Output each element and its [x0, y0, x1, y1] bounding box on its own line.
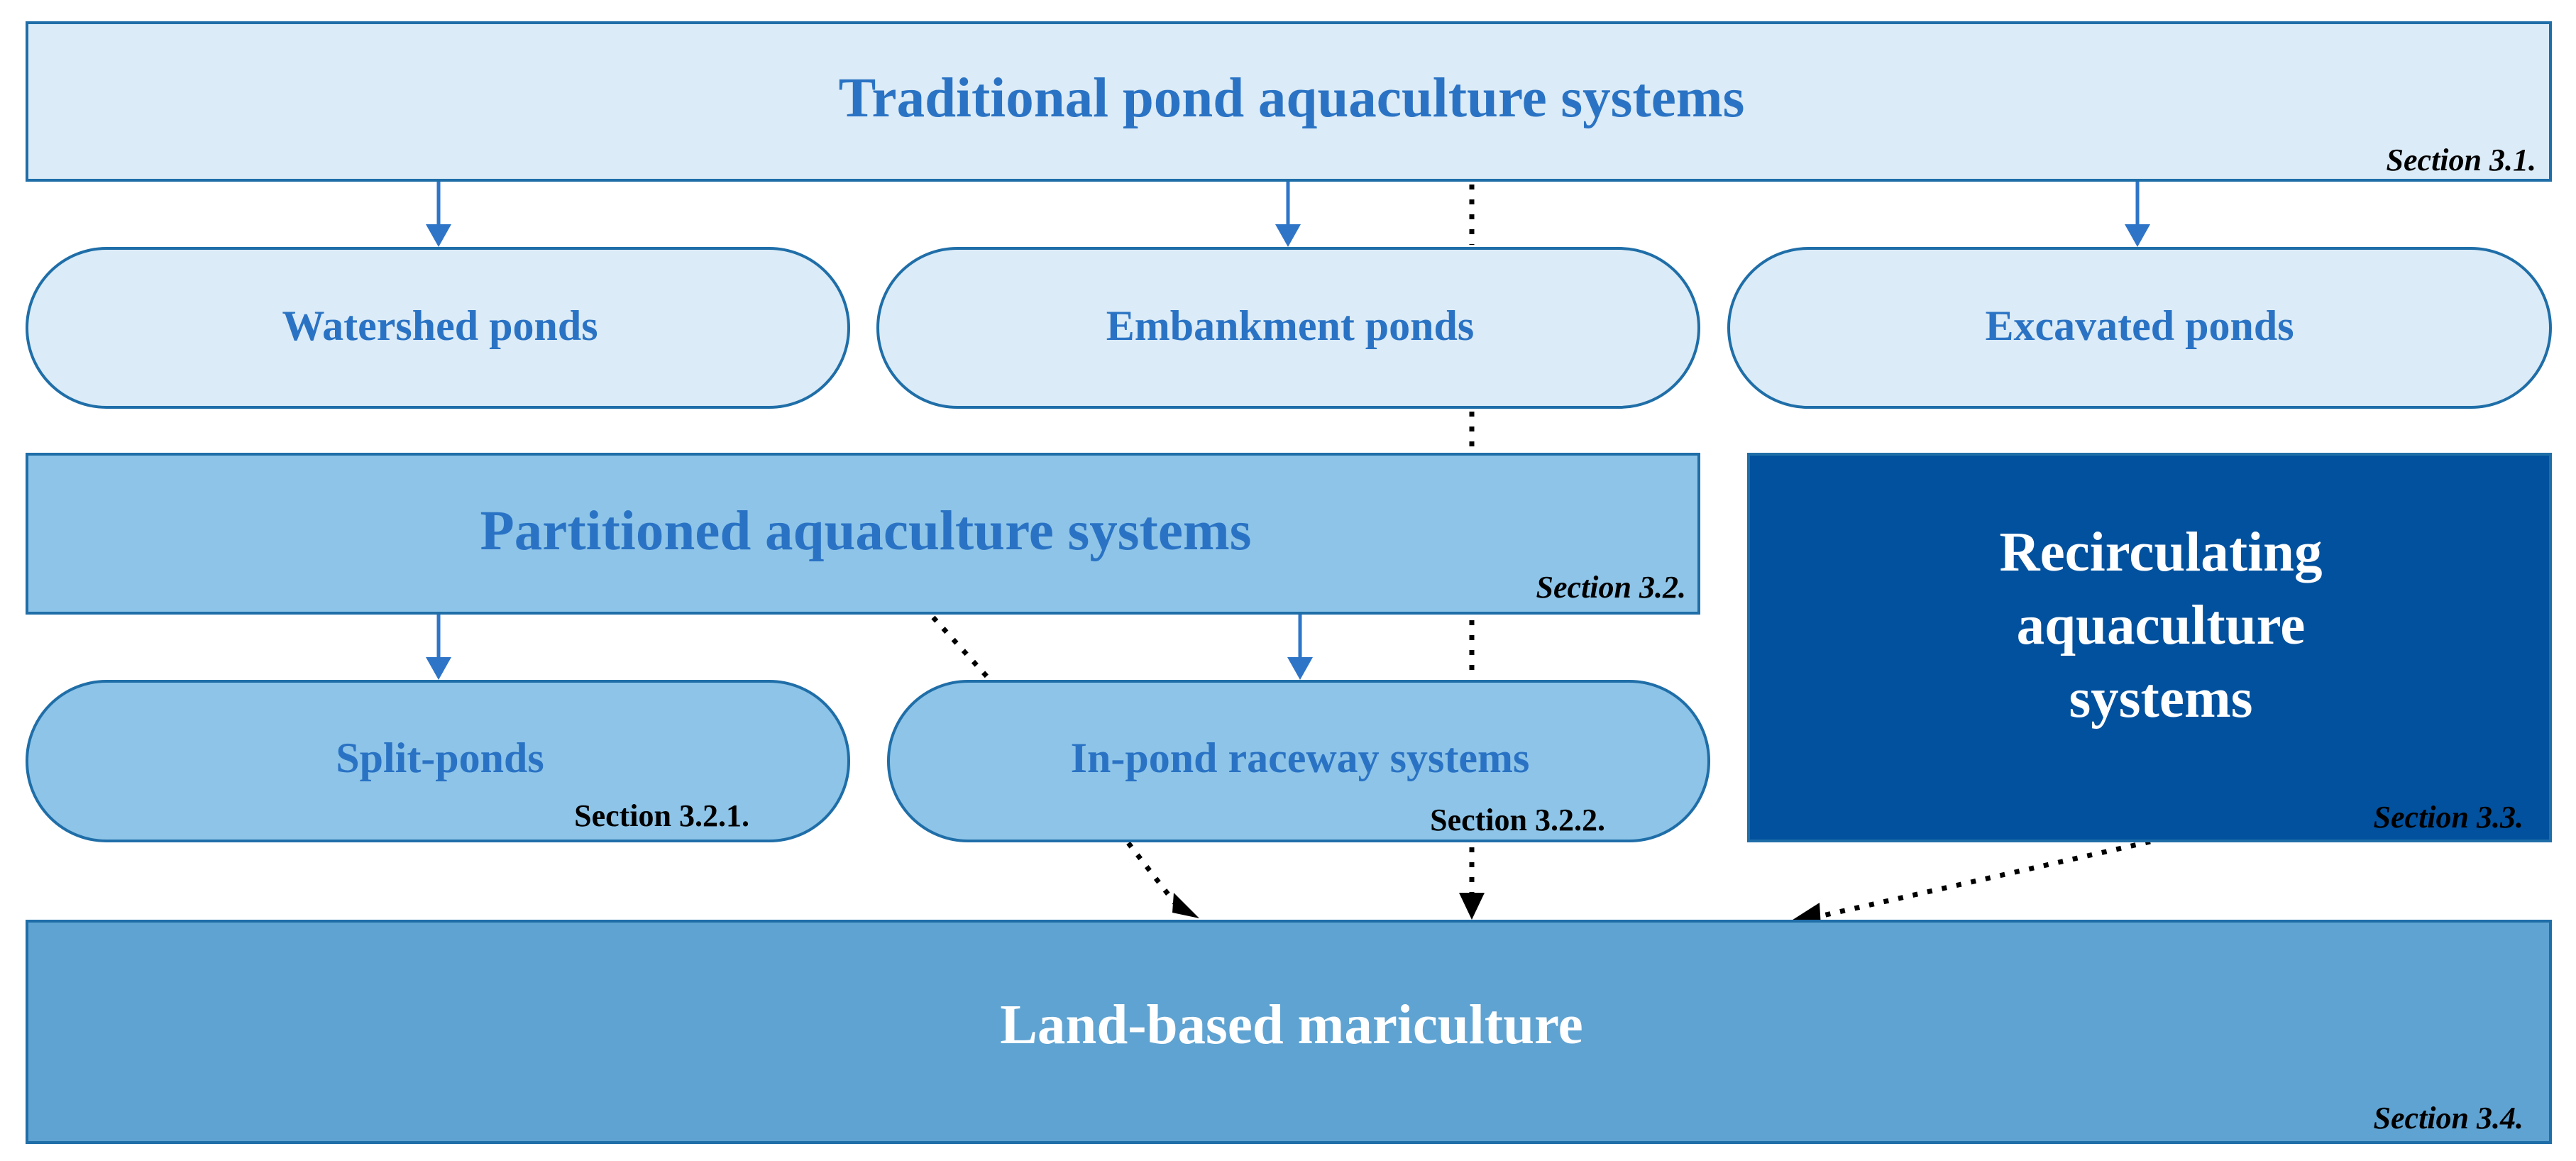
blue-arrows: [426, 182, 2150, 680]
embankment-label: Embankment ponds: [1106, 302, 1475, 349]
embankment-rect: [876, 247, 1700, 409]
land-based-rect: [26, 920, 2552, 1144]
split-ponds-box: Split-ponds Section 3.2.1.: [26, 680, 850, 842]
recirculating-box: Recirculating aquaculture systems Sectio…: [1747, 453, 2552, 842]
partitioned-rect: [26, 453, 1700, 615]
excavated-box: Excavated ponds: [1727, 247, 2552, 409]
recirculating-section: Section 3.3.: [2374, 800, 2523, 835]
partitioned-box: Partitioned aquaculture systems Section …: [26, 453, 1700, 615]
dotted-arrowhead-land-left: [1172, 893, 1199, 918]
excavated-rect: [1727, 247, 2552, 409]
split-ponds-rect: [26, 680, 850, 842]
arrowhead-watershed: [426, 224, 451, 247]
raceway-label: In-pond raceway systems: [1071, 734, 1530, 781]
dotted-connectors: [931, 185, 2151, 920]
arrowhead-excavated: [2125, 224, 2150, 247]
traditional-rect: [26, 21, 2552, 182]
raceway-box: In-pond raceway systems Section 3.2.2.: [887, 680, 1710, 842]
split-ponds-label: Split-ponds: [336, 734, 544, 781]
partitioned-title: Partitioned aquaculture systems: [480, 500, 1252, 562]
dotted-raceway-to-land-left: [1126, 841, 1180, 909]
arrowhead-embankment: [1275, 224, 1301, 247]
recirculating-title-line3: systems: [2069, 668, 2253, 730]
raceway-section: Section 3.2.2.: [1430, 803, 1605, 837]
traditional-section: Section 3.1.: [2387, 143, 2536, 177]
land-based-section: Section 3.4.: [2374, 1101, 2523, 1135]
partitioned-section: Section 3.2.: [1536, 570, 1686, 605]
traditional-title: Traditional pond aquaculture systems: [839, 67, 1745, 129]
split-ponds-section: Section 3.2.1.: [574, 798, 749, 833]
dotted-partitioned-to-raceway-left: [931, 615, 992, 682]
dotted-arrowhead-land-right: [1459, 893, 1485, 920]
watershed-rect: [26, 247, 850, 409]
land-based-title: Land-based mariculture: [1000, 994, 1583, 1056]
raceway-rect: [887, 680, 1710, 842]
embankment-box: Embankment ponds: [876, 247, 1700, 409]
arrowhead-raceway: [1287, 657, 1313, 680]
recirculating-rect: [1747, 453, 2552, 842]
watershed-label: Watershed ponds: [282, 302, 598, 349]
land-based-box: Land-based mariculture Section 3.4.: [26, 920, 2552, 1144]
watershed-box: Watershed ponds: [26, 247, 850, 409]
traditional-box: Traditional pond aquaculture systems Sec…: [26, 21, 2552, 182]
dotted-recirculating-to-land: [1816, 839, 2151, 920]
excavated-label: Excavated ponds: [1985, 302, 2294, 349]
recirculating-title-line1: Recirculating: [2000, 522, 2323, 583]
arrowhead-split: [426, 657, 451, 680]
recirculating-title-line2: aquaculture: [2017, 595, 2306, 656]
